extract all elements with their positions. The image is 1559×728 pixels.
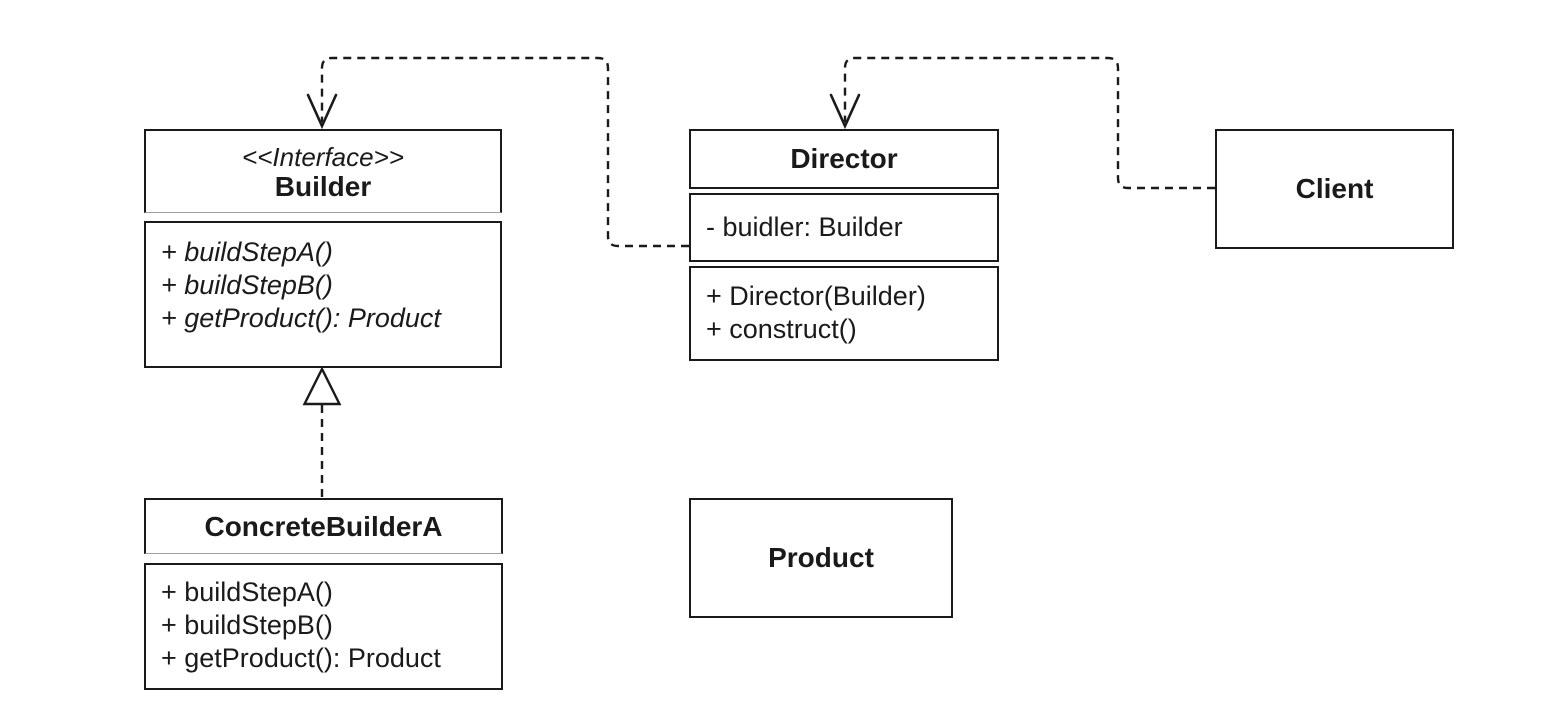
client-title-compartment: Client — [1215, 129, 1454, 249]
dependency-arrowhead-icon — [829, 93, 861, 130]
builder-method: + buildStepB() — [161, 270, 333, 300]
builder-method: + getProduct(): Product — [161, 303, 441, 333]
director-fields-compartment: - buidler: Builder — [689, 193, 999, 262]
dependency-arrowhead-icon — [306, 93, 338, 130]
builder-title-compartment: <<Interface>> Builder — [144, 129, 502, 213]
builder-method: + buildStepA() — [161, 237, 333, 267]
product-title-compartment: Product — [689, 498, 953, 618]
class-box-builder[interactable]: <<Interface>> Builder + buildStepA() + b… — [144, 129, 502, 368]
director-title-compartment: Director — [689, 129, 999, 189]
concrete-builder-a-method: + getProduct(): Product — [161, 643, 441, 673]
concrete-builder-a-method: + buildStepB() — [161, 610, 333, 640]
class-box-concrete-builder-a[interactable]: ConcreteBuilderA + buildStepA() + buildS… — [144, 498, 503, 690]
director-method: + construct() — [706, 314, 857, 344]
concrete-builder-a-class-name: ConcreteBuilderA — [204, 510, 443, 542]
class-box-product[interactable]: Product — [689, 498, 953, 618]
class-box-client[interactable]: Client — [1215, 129, 1454, 249]
concrete-builder-a-method: + buildStepA() — [161, 577, 333, 607]
director-method: + Director(Builder) — [706, 281, 926, 311]
concrete-builder-a-methods-compartment: + buildStepA() + buildStepB() + getProdu… — [144, 563, 503, 690]
dependency-edge-client-to-director[interactable] — [843, 56, 1215, 190]
director-class-name: Director — [790, 143, 898, 174]
class-box-director[interactable]: Director - buidler: Builder + Director(B… — [689, 129, 999, 362]
director-methods-compartment: + Director(Builder) + construct() — [689, 266, 999, 361]
director-field: - buidler: Builder — [706, 212, 903, 242]
product-class-name: Product — [768, 542, 874, 573]
builder-class-name: Builder — [274, 170, 372, 202]
realization-triangle-icon — [302, 366, 342, 406]
client-class-name: Client — [1295, 173, 1374, 204]
builder-methods-compartment: + buildStepA() + buildStepB() + getProdu… — [144, 221, 502, 368]
builder-stereotype: <<Interface>> — [242, 141, 404, 172]
concrete-builder-a-title-compartment: ConcreteBuilderA — [144, 498, 503, 554]
